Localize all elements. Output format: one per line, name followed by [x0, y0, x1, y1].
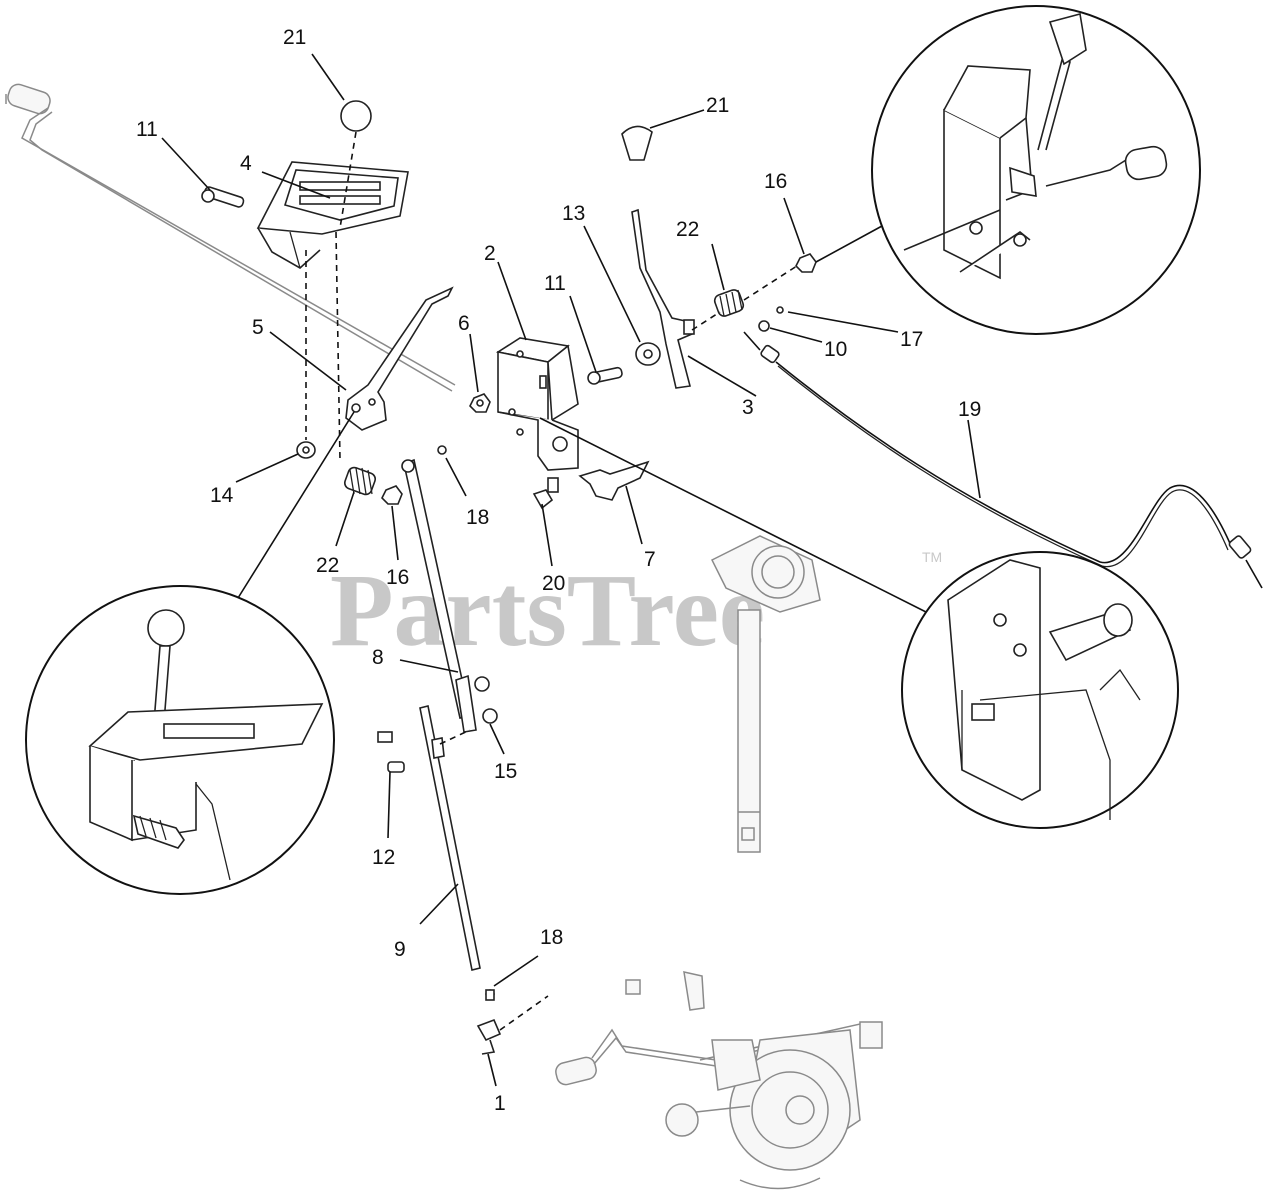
leader-detail-mid	[539, 417, 927, 613]
callout-1: 1	[494, 1092, 506, 1115]
chute-shaft	[710, 535, 821, 853]
callout-3: 3	[742, 396, 754, 419]
callout-19: 19	[958, 398, 981, 421]
bracket-2	[495, 337, 579, 471]
callout-21-ball: 21	[283, 26, 306, 49]
nuts-15	[474, 676, 498, 724]
gearbox	[555, 971, 883, 1190]
shift-plate-4	[256, 161, 409, 269]
callout-12: 12	[372, 846, 395, 869]
callout-7: 7	[644, 548, 656, 571]
dash-knob-plate	[339, 131, 357, 229]
callout-15: 15	[494, 760, 517, 783]
callout-20: 20	[542, 572, 565, 595]
callout-11-right: 11	[544, 272, 566, 295]
callout-6: 6	[458, 312, 470, 335]
nut-16-right	[795, 253, 817, 273]
callout-5: 5	[252, 316, 264, 339]
knob-21-ball	[340, 100, 372, 132]
leader-detail-top	[815, 225, 883, 263]
dash-plate-spring	[335, 231, 341, 461]
lever-5	[345, 286, 454, 431]
fitting-1	[476, 1018, 502, 1055]
callout-22-left: 22	[316, 554, 339, 577]
callout-13: 13	[562, 202, 585, 225]
callout-18-lower: 18	[540, 926, 563, 949]
rod-8	[401, 458, 477, 733]
fitting-20	[532, 477, 559, 510]
nut-6	[469, 393, 491, 413]
leader-lines	[161, 53, 981, 1087]
lever-3	[631, 208, 695, 389]
callout-11-left: 11	[136, 118, 158, 141]
dash-spring-nut	[743, 263, 801, 301]
callout-16-right: 16	[764, 170, 787, 193]
nut-10	[758, 320, 770, 332]
rod-9	[419, 705, 481, 971]
knob-21-cone	[621, 125, 653, 161]
spring-22-right	[713, 289, 745, 317]
callout-18-upper: 18	[466, 506, 489, 529]
plate-7	[578, 460, 650, 501]
bolt-12	[377, 731, 405, 773]
dash-fitting	[499, 995, 549, 1031]
callout-14: 14	[210, 484, 234, 507]
watermark: PartsTree TM	[330, 549, 942, 668]
pin-17	[776, 306, 784, 314]
callout-2: 2	[484, 242, 496, 265]
callout-21-cone: 21	[706, 94, 729, 117]
nut-16-left	[381, 485, 403, 505]
pin-18-lower	[485, 989, 495, 1001]
callout-10: 10	[824, 338, 847, 361]
dash-rod-nut	[439, 729, 471, 745]
detail-circle-left	[25, 585, 335, 895]
dash-lever-spring	[691, 311, 721, 331]
leader-detail-left	[237, 411, 355, 599]
pin-18-upper	[437, 445, 447, 455]
detail-circle-top	[871, 5, 1201, 335]
spring-22-left	[343, 466, 377, 496]
watermark-text: PartsTree	[330, 553, 765, 668]
callout-numbers: 21 11 4 21 16 13 22 2 11 6 5 3 10 17 19 …	[136, 26, 981, 1115]
shift-rod	[5, 83, 456, 392]
callout-9: 9	[394, 938, 406, 961]
pin-11-upper	[201, 186, 245, 208]
callout-17: 17	[900, 328, 923, 351]
callout-8: 8	[372, 646, 384, 669]
detail-circle-mid	[901, 551, 1179, 829]
washer-13	[635, 342, 661, 366]
callout-16-left: 16	[386, 566, 409, 589]
callout-22-right: 22	[676, 218, 699, 241]
washer-14	[296, 441, 316, 459]
cable-19	[743, 331, 1263, 589]
callout-4: 4	[240, 152, 252, 175]
watermark-tm: TM	[922, 549, 942, 565]
pin-11-right	[587, 366, 623, 385]
